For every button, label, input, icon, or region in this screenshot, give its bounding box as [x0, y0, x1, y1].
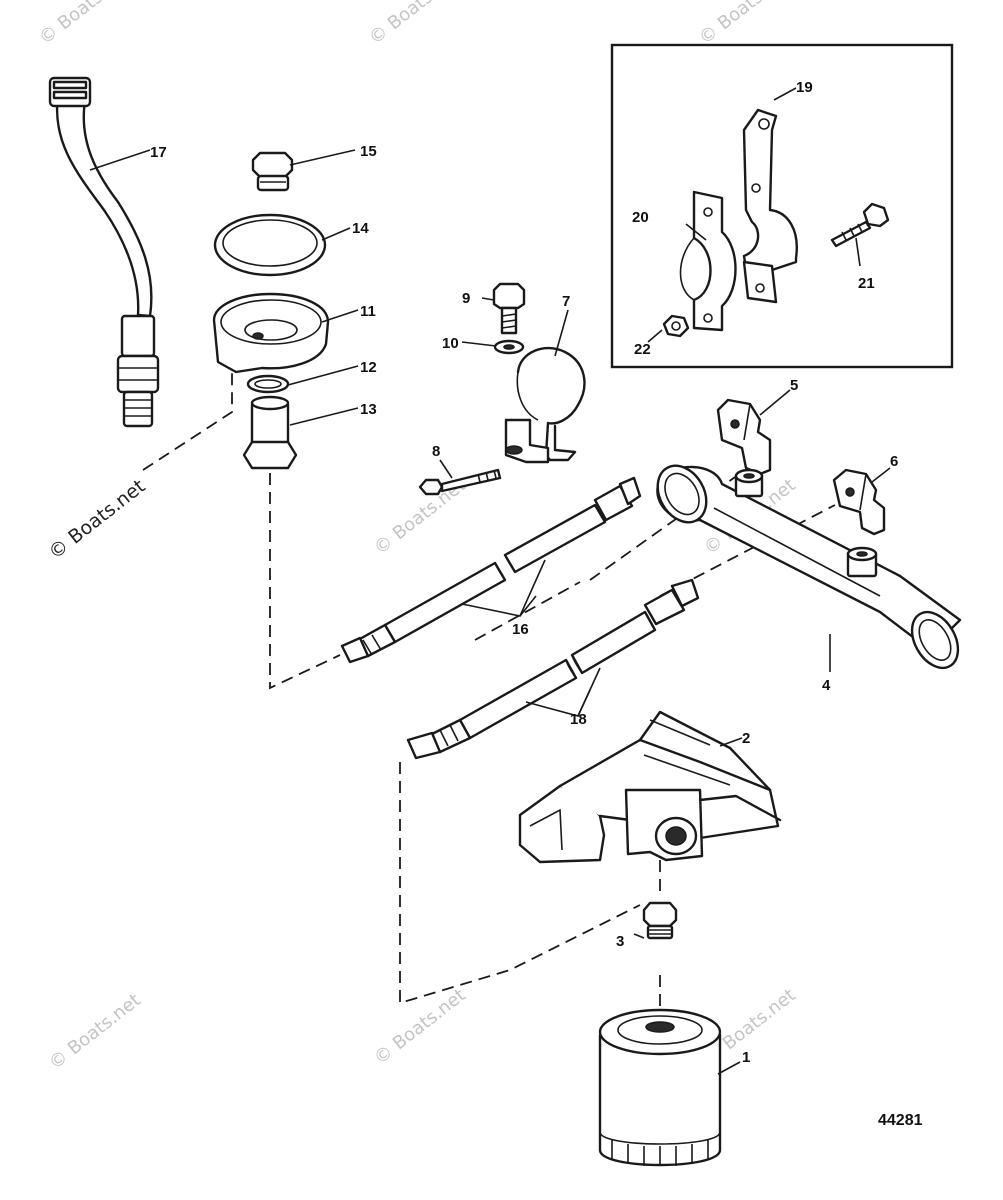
- callout-19: 19: [796, 79, 813, 96]
- part-3-fitting: [642, 901, 678, 940]
- part-7-clamp: [504, 346, 586, 464]
- watermark: © Boats.net: [365, 0, 464, 49]
- callout-8: 8: [432, 443, 440, 460]
- part-20-bracket: [679, 190, 737, 332]
- callout-1: 1: [742, 1049, 750, 1066]
- part-18-hose: [406, 578, 700, 760]
- dash-16-5: [474, 581, 581, 641]
- part-6-elbow: [832, 468, 886, 536]
- dash-18-6: [659, 504, 836, 597]
- callout-4: 4: [822, 677, 831, 694]
- part-21-screw: [830, 202, 890, 248]
- callout-12: 12: [360, 359, 377, 376]
- dash-13-16: [269, 473, 341, 690]
- callout-6: 6: [890, 453, 898, 470]
- part-4-manifold: [656, 464, 962, 670]
- callout-16: 16: [512, 621, 529, 638]
- callout-18: 18: [570, 711, 587, 728]
- part-2-housing: [518, 710, 782, 864]
- alignment-lines: [142, 372, 836, 1010]
- watermark: © Boats.net: [35, 0, 134, 49]
- part-17-hose: [48, 76, 160, 428]
- part-1-oil-filter: [598, 1008, 722, 1167]
- part-9-bolt: [492, 282, 526, 335]
- watermarks: © Boats.net © Boats.net © Boats.net © Bo…: [35, 0, 799, 1074]
- part-16-hose: [340, 476, 642, 664]
- figure-number: 44281: [878, 1112, 923, 1129]
- watermark-dark: © Boats.net: [45, 475, 150, 564]
- callout-11: 11: [360, 303, 376, 320]
- callout-13: 13: [360, 401, 377, 418]
- callout-21: 21: [858, 275, 875, 292]
- dash-18-2: [399, 762, 641, 1005]
- callout-7: 7: [562, 293, 570, 310]
- part-15-plug: [251, 151, 294, 192]
- watermark: © Boats.net: [370, 985, 469, 1069]
- part-10-washer: [493, 339, 525, 355]
- callout-3: 3: [616, 933, 624, 950]
- part-13-fitting: [242, 395, 298, 470]
- callout-22: 22: [634, 341, 651, 358]
- callout-9: 9: [462, 290, 470, 307]
- callout-10: 10: [442, 335, 459, 352]
- part-19-bracket: [742, 108, 798, 304]
- callout-2: 2: [742, 730, 750, 747]
- part-14-oring: [213, 213, 327, 277]
- watermark: © Boats.net: [695, 0, 794, 49]
- inset-frame: [610, 43, 954, 369]
- callouts: 17 15 14 11 12 13 9 10 7 8 5 6 16 18 4 2…: [150, 79, 898, 1066]
- callout-15: 15: [360, 143, 377, 160]
- leader-lines: [89, 87, 891, 1075]
- callout-17: 17: [150, 144, 167, 161]
- callout-20: 20: [632, 209, 649, 226]
- callout-5: 5: [790, 377, 798, 394]
- dash-17-11: [142, 372, 233, 471]
- watermark: © Boats.net: [45, 990, 144, 1074]
- callout-14: 14: [352, 220, 369, 237]
- part-22-nut: [662, 314, 690, 338]
- part-12-seal: [246, 374, 290, 394]
- part-5-elbow: [716, 398, 772, 476]
- part-8-bolt: [418, 468, 502, 496]
- part-11-adapter: [212, 292, 330, 374]
